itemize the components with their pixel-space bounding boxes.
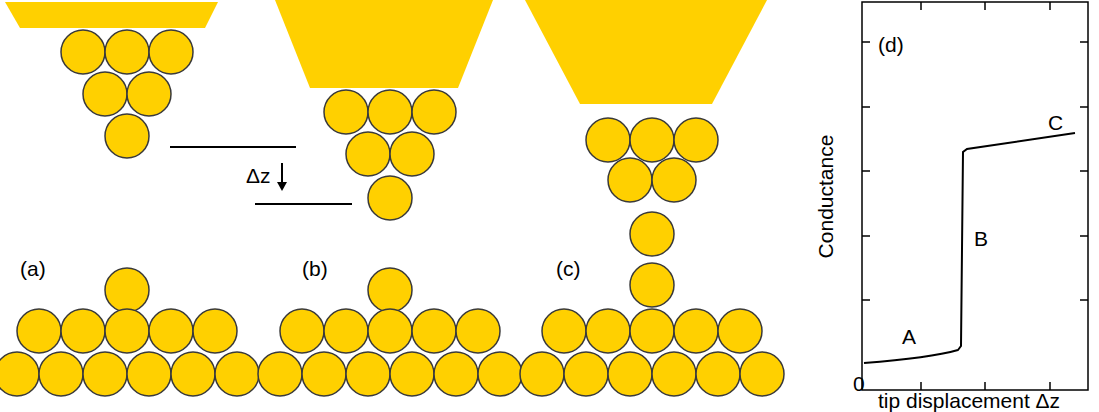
panel-label: (b) — [302, 258, 328, 279]
displacement-label: Δz — [246, 165, 271, 186]
curve-region-label: B — [974, 228, 988, 249]
panel-label: (a) — [20, 258, 46, 279]
panel-label: (d) — [878, 34, 904, 55]
panel-label: (c) — [556, 258, 581, 279]
conductance-curve — [864, 133, 1075, 363]
axis-tick-label: 0 — [853, 373, 865, 394]
axis-label: tip displacement Δz — [878, 390, 1060, 411]
tip-holder — [5, 2, 218, 28]
curve-region-label: C — [1048, 112, 1063, 133]
axis-label: Conductance — [815, 134, 836, 258]
tip-holder — [525, 0, 767, 104]
curve-region-label: A — [902, 326, 916, 347]
tip-holder — [275, 0, 493, 88]
